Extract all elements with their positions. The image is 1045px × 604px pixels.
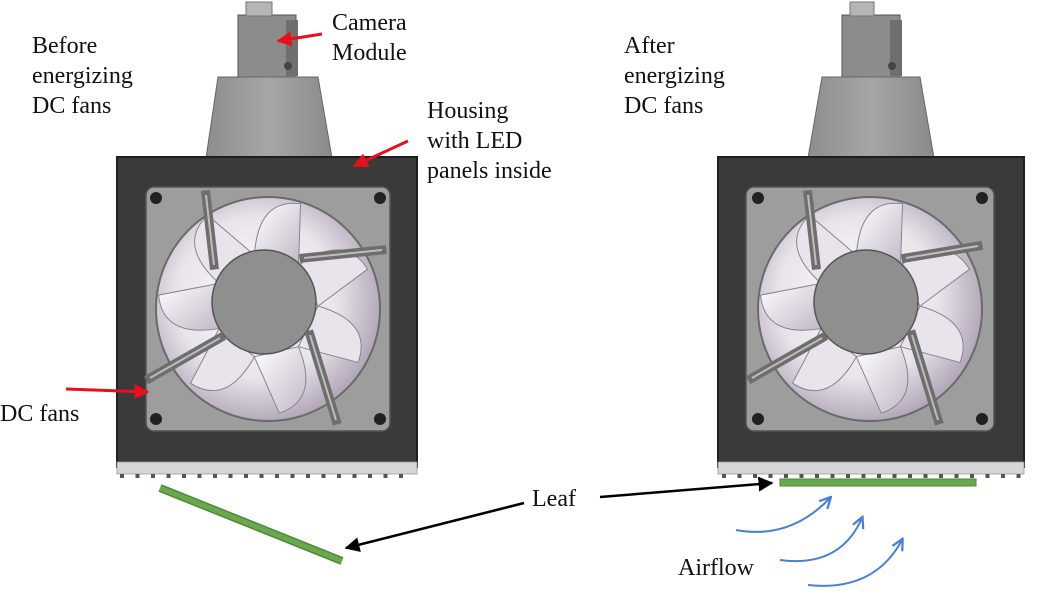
arrow-camera bbox=[276, 31, 323, 47]
arrow-leaf-left bbox=[344, 501, 525, 552]
leaf-arrows bbox=[344, 476, 774, 552]
led-tick bbox=[985, 474, 990, 478]
airflow-arrow-icon bbox=[735, 498, 902, 587]
led-tick bbox=[197, 474, 202, 478]
led-tick bbox=[939, 474, 943, 478]
led-tick bbox=[228, 474, 233, 478]
camera-module-icon bbox=[841, 1, 902, 78]
led-tick bbox=[892, 474, 897, 478]
led-tick bbox=[753, 474, 757, 478]
led-tick bbox=[399, 474, 403, 478]
led-tick bbox=[768, 474, 773, 478]
led-tick bbox=[368, 474, 372, 478]
led-tick bbox=[383, 474, 388, 478]
dc-fan-icon bbox=[745, 186, 995, 432]
fan-blade bbox=[855, 346, 909, 414]
led-tick bbox=[306, 474, 310, 478]
label-after: After energizing DC fans bbox=[624, 33, 725, 119]
led-tick bbox=[908, 474, 912, 478]
led-tick bbox=[151, 474, 155, 478]
fan-blade bbox=[760, 282, 822, 331]
led-tick bbox=[861, 474, 866, 478]
leaf-icon bbox=[779, 478, 977, 487]
fan-blade bbox=[158, 282, 220, 331]
led-tick bbox=[352, 474, 357, 478]
label-leaf: Leaf bbox=[532, 486, 576, 512]
led-tick bbox=[120, 474, 124, 478]
led-tick bbox=[830, 474, 835, 478]
led-tick bbox=[213, 474, 217, 478]
led-tick bbox=[923, 474, 928, 478]
led-tick bbox=[135, 474, 140, 478]
led-tick bbox=[784, 474, 788, 478]
label-dc-fans: DC fans bbox=[0, 401, 80, 427]
camera-hood bbox=[205, 76, 333, 159]
label-housing: Housing with LED panels inside bbox=[427, 98, 552, 184]
led-tick bbox=[877, 474, 881, 478]
led-tick bbox=[259, 474, 264, 478]
led-tick bbox=[799, 474, 804, 478]
label-before: Before energizing DC fans bbox=[32, 33, 133, 119]
led-tick bbox=[337, 474, 341, 478]
device-before bbox=[116, 1, 418, 478]
led-tick bbox=[846, 474, 850, 478]
camera-hood bbox=[807, 76, 935, 159]
led-tick bbox=[290, 474, 295, 478]
dc-fan-icon bbox=[143, 186, 391, 432]
led-tick bbox=[722, 474, 726, 478]
led-tick bbox=[166, 474, 171, 478]
led-tick bbox=[182, 474, 186, 478]
device-after bbox=[717, 1, 1025, 478]
led-tick bbox=[1016, 474, 1021, 478]
leaf-icon bbox=[158, 484, 344, 565]
led-tick bbox=[1001, 474, 1005, 478]
fan-blade bbox=[253, 346, 307, 414]
led-tick bbox=[244, 474, 248, 478]
led-tick bbox=[815, 474, 819, 478]
led-tick bbox=[970, 474, 974, 478]
led-tick bbox=[275, 474, 279, 478]
arrow-leaf-right bbox=[599, 476, 774, 499]
label-airflow: Airflow bbox=[678, 555, 754, 581]
label-camera-module: Camera Module bbox=[332, 10, 407, 66]
led-tick bbox=[737, 474, 742, 478]
arrow-dc-fans bbox=[65, 384, 150, 400]
red-arrows bbox=[65, 31, 409, 400]
arrow-housing bbox=[352, 139, 409, 168]
led-tick bbox=[954, 474, 959, 478]
led-tick bbox=[321, 474, 326, 478]
